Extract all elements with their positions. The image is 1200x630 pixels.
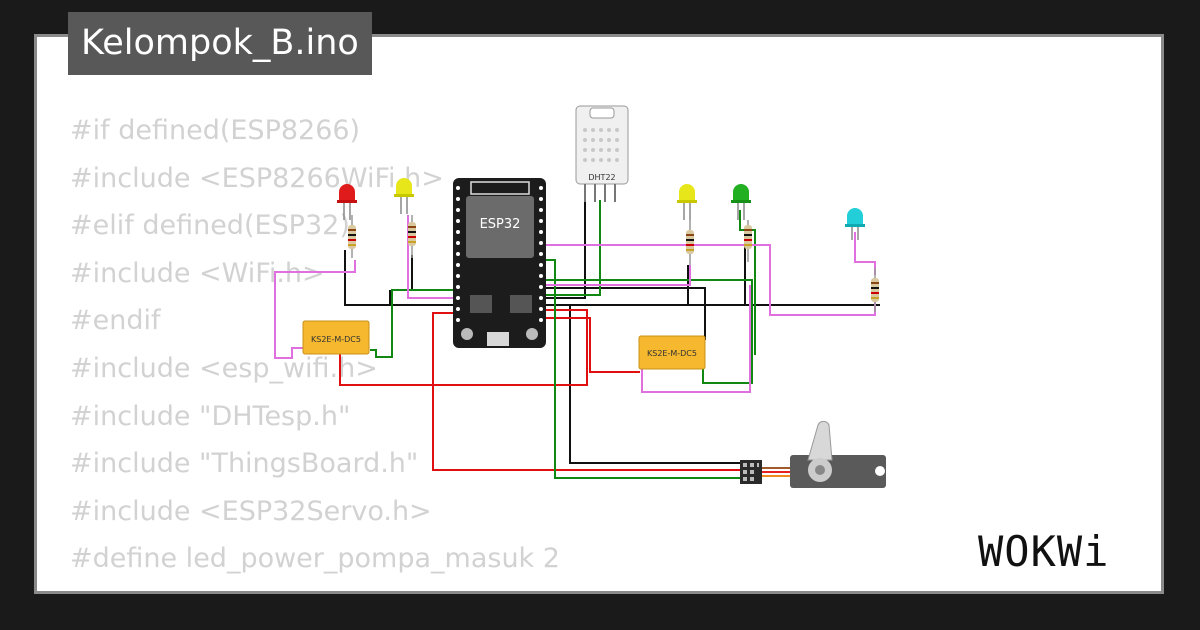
code-line: #if defined(ESP8266) [70, 115, 361, 146]
code-line: #include <WiFi.h> [70, 257, 325, 289]
wire-red [432, 312, 745, 471]
boot-button [526, 328, 538, 340]
dht22-sensor-icon[interactable]: DHT22 [575, 105, 629, 202]
usb-port-icon [487, 332, 509, 346]
led-cyan-icon[interactable] [845, 208, 865, 240]
code-line: #include "DHTesp.h" [70, 400, 351, 432]
relay-left-label: KS2E-M-DC5 [311, 335, 361, 344]
code-line: #endif [70, 305, 161, 337]
led-red-icon[interactable] [337, 184, 357, 220]
wire-black [545, 287, 706, 340]
esp32-pins [456, 186, 543, 322]
code-line: #include "ThingsBoard.h" [70, 448, 419, 480]
wokwi-logo: WOKWi [978, 527, 1110, 576]
resistor[interactable] [871, 268, 879, 312]
code-line: #include <esp_wifi.h> [70, 352, 378, 384]
code-line: #define led_power_pompa_keluar 13 [70, 583, 571, 592]
relay-left[interactable]: KS2E-M-DC5 [302, 320, 370, 355]
antenna-icon [470, 181, 530, 195]
led-yellow-icon[interactable] [394, 178, 414, 214]
led-yellow-icon[interactable] [677, 184, 697, 220]
wire-black [411, 255, 455, 291]
wire-green [545, 259, 745, 479]
dht22-label: DHT22 [588, 173, 615, 182]
code-line: #define led_power_pompa_masuk 2 [70, 543, 560, 575]
code-line: #elif defined(ESP32) [70, 210, 350, 242]
relay-right-label: KS2E-M-DC5 [647, 349, 697, 358]
resistor[interactable] [744, 220, 752, 262]
code-line: #include <ESP32Servo.h> [70, 495, 432, 527]
project-title: Kelompok_B.ino [68, 12, 372, 75]
relay-right[interactable]: KS2E-M-DC5 [638, 335, 706, 370]
resistor[interactable] [408, 215, 416, 258]
wire-black [545, 200, 586, 299]
resistor[interactable] [348, 215, 356, 258]
wire-pink [641, 285, 751, 393]
code-preview: #if defined(ESP8266)#include <ESP8266WiF… [70, 107, 571, 592]
wire-red [545, 317, 640, 373]
wire-pink [274, 260, 356, 359]
esp32-label: ESP32 [480, 217, 521, 232]
esp32-board[interactable]: ESP32 [453, 178, 546, 348]
reset-button [461, 328, 473, 340]
servo-icon[interactable] [740, 420, 886, 488]
wire-black [344, 250, 880, 306]
wire-green [545, 279, 753, 384]
wire-green [370, 289, 455, 358]
wire-green [545, 200, 601, 296]
resistor[interactable] [686, 220, 694, 265]
led-green-icon[interactable] [731, 184, 751, 220]
esp32-module [466, 196, 534, 258]
wire-pink [545, 265, 691, 286]
